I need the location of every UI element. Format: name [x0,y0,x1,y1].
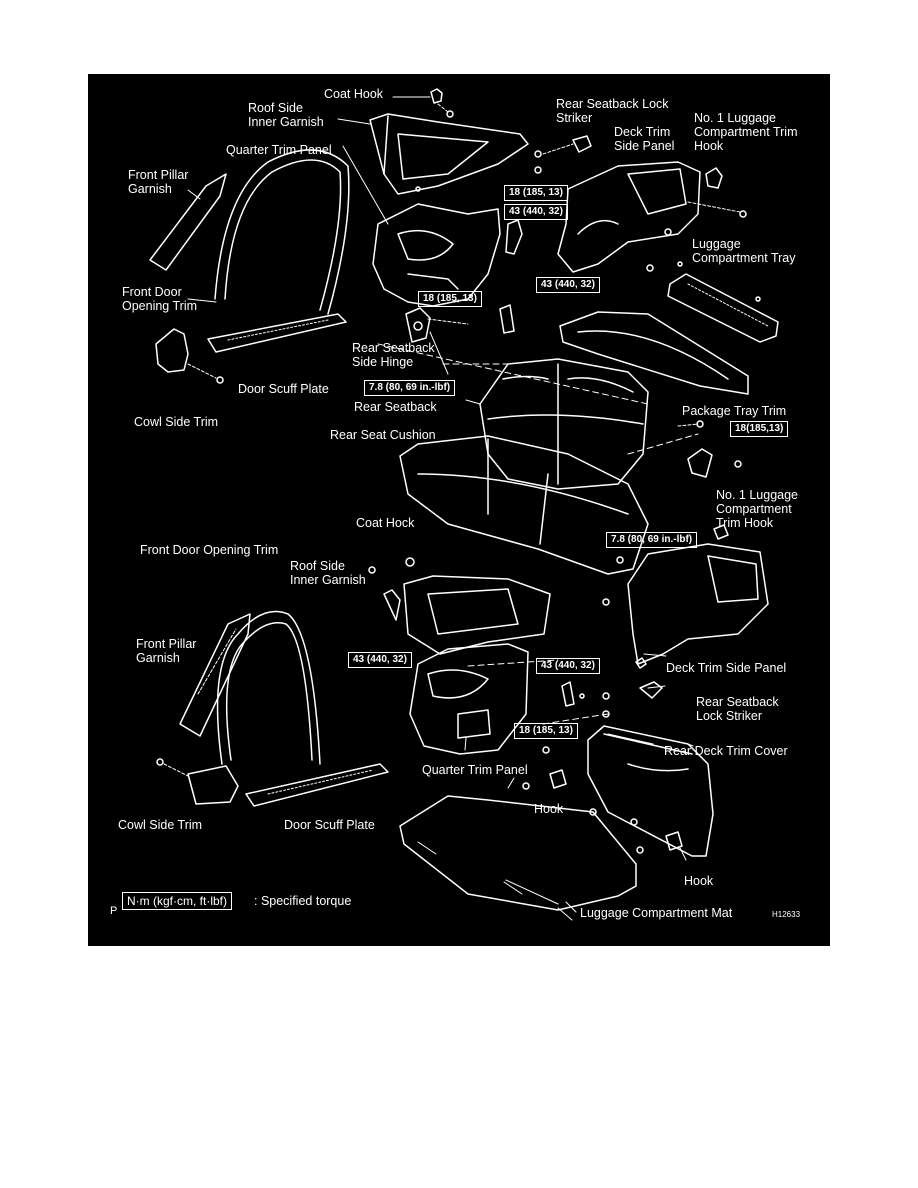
torque-spec-7-8-a: 7.8 (80, 69 in.-lbf) [364,380,456,396]
label-rear-seatback-lock-striker-bottom: Rear Seatback Lock Striker [696,695,779,723]
label-quarter-trim-panel-bottom: Quarter Trim Panel [422,763,528,777]
diagram-frame: Coat Hook Roof Side Inner Garnish Rear S… [88,74,830,946]
label-rear-deck-trim-cover: Rear Deck Trim Cover [664,744,788,758]
label-luggage-compartment-mat: Luggage Compartment Mat [580,906,733,920]
no1-luggage-trim-hook-mid-part [677,420,742,540]
label-no1-luggage-compartment-trim-hook-top: No. 1 Luggage Compartment Trim Hook [694,111,798,153]
label-roof-side-inner-garnish-top: Roof Side Inner Garnish [248,101,324,129]
legend-units-box: N·m (kgf·cm, ft·lbf) [122,892,232,910]
deck-trim-side-panel-top-part [557,161,747,273]
quarter-trim-panel-bottom-part [409,643,529,755]
label-quarter-trim-panel-top: Quarter Trim Panel [226,143,332,157]
torque-spec-43-a: 43 (440, 32) [504,204,568,220]
label-luggage-compartment-tray: Luggage Compartment Tray [692,237,796,265]
label-hook-right: Hook [684,874,714,888]
figure-id: H12633 [772,910,801,919]
torque-spec-7-8-b: 7.8 (80, 69 in.-lbf) [606,532,698,548]
torque-spec-43-c: 43 (440, 32) [348,652,412,668]
label-deck-trim-side-panel-bottom: Deck Trim Side Panel [666,661,787,675]
package-tray-trim-part [559,311,749,395]
legend-description: : Specified torque [254,894,352,908]
front-pillar-garnish-bottom-part [179,613,251,737]
label-deck-trim-side-panel-top: Deck Trim Side Panel [614,125,675,153]
rear-seatback-side-hinge-part [405,307,469,375]
rear-seat-cushion-part [399,435,649,575]
roof-side-inner-garnish-top-part [337,113,529,195]
label-roof-side-inner-garnish-bottom: Roof Side Inner Garnish [290,559,366,587]
label-package-tray-trim: Package Tray Trim [682,404,787,418]
label-front-pillar-garnish-top: Front Pillar Garnish [128,168,189,196]
torque-spec-43-d: 43 (440, 32) [536,658,600,674]
label-front-door-opening-trim-bottom: Front Door Opening Trim [140,543,279,557]
torque-spec-18-d: 18 (185, 13) [514,723,578,739]
label-rear-seat-cushion: Rear Seat Cushion [330,428,436,442]
label-rear-seatback-side-hinge: Rear Seatback Side Hinge [352,341,435,369]
torque-spec-18-a: 18 (185, 13) [504,185,568,201]
label-door-scuff-plate-top: Door Scuff Plate [238,382,329,396]
torque-spec-43-b: 43 (440, 32) [536,277,600,293]
hook-parts-bottom [549,769,683,854]
label-cowl-side-trim-top: Cowl Side Trim [134,415,219,429]
torque-spec-18-c: 18(185,13) [730,421,789,437]
luggage-compartment-tray-part [667,261,779,343]
rear-seatback-part [479,358,649,490]
cowl-side-trim-top-part [155,328,224,384]
front-door-opening-trim-bottom-part [216,610,321,765]
door-scuff-plate-top-part [207,313,347,353]
luggage-compartment-mat-part [399,795,637,921]
deck-trim-side-panel-bottom-part [602,543,769,669]
alignment-lines [377,343,699,725]
roof-side-inner-garnish-bottom-part [383,575,551,655]
quarter-trim-panel-top-part [342,145,523,334]
label-coat-hock-bottom: Coat Hock [356,516,415,530]
label-rear-seatback-lock-striker-top: Rear Seatback Lock Striker [556,97,669,125]
rear-deck-trim-cover-part [522,725,714,857]
cowl-side-trim-bottom-part [156,758,239,805]
label-front-pillar-garnish-bottom: Front Pillar Garnish [136,637,197,665]
label-coat-hook-top: Coat Hook [324,87,384,101]
rear-seatback-lock-striker-bottom-part [561,681,663,718]
label-no1-luggage-compartment-trim-hook-mid: No. 1 Luggage Compartment Trim Hook [716,488,799,530]
coat-hook-top-part [392,88,454,118]
exploded-view-illustration [149,88,779,921]
label-front-door-opening-trim-top: Front Door Opening Trim [122,285,198,313]
torque-spec-18-b: 18 (185, 13) [418,291,482,307]
label-hook-left: Hook [534,802,564,816]
rear-seatback-lock-striker-top-part [534,135,592,174]
label-door-scuff-plate-bottom: Door Scuff Plate [284,818,375,832]
leader-lines [464,399,694,913]
coat-hook-bottom-part [368,557,415,574]
front-door-opening-trim-top-part [187,149,350,315]
corner-mark: P [110,905,118,917]
front-pillar-garnish-top-part [149,173,227,271]
label-rear-seatback: Rear Seatback [354,400,437,414]
label-cowl-side-trim-bottom: Cowl Side Trim [118,818,203,832]
door-scuff-plate-bottom-part [245,763,389,807]
